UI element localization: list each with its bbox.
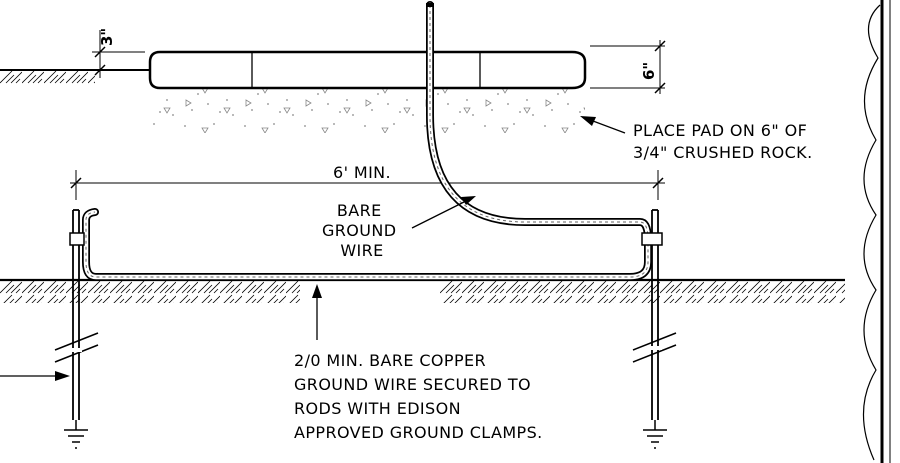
pad-note-leader xyxy=(580,116,626,134)
copper-wire-note: 2/0 MIN. BARE COPPER GROUND WIRE SECURED… xyxy=(294,351,543,442)
left-rod-arrow xyxy=(0,371,70,381)
revision-cloud xyxy=(862,4,881,461)
dimension-6in: 6" xyxy=(590,40,666,94)
dim-3in-label: 3" xyxy=(98,28,116,46)
crushed-rock-bed xyxy=(150,88,585,133)
copper-wire-leader xyxy=(312,284,322,340)
wire-top-end xyxy=(426,3,434,7)
six-ft-min-label: 6' MIN. xyxy=(333,163,391,182)
dim-6in-label: 6" xyxy=(640,62,658,80)
dimension-3in: 3" xyxy=(92,28,145,78)
bare-ground-wire-leader xyxy=(411,196,476,229)
pad-note: PLACE PAD ON 6" OF 3/4" CRUSHED ROCK. xyxy=(633,121,813,162)
ground-symbol-left xyxy=(64,420,88,449)
ground-rod-left xyxy=(54,209,99,420)
ground-rod-right xyxy=(632,209,677,420)
concrete-pad xyxy=(148,50,587,90)
lower-ground-surface xyxy=(0,278,845,303)
drawing-border xyxy=(880,0,891,463)
ground-symbol-right xyxy=(643,420,667,449)
bare-ground-wire-label: BARE GROUND WIRE xyxy=(322,201,402,260)
upper-ground-surface xyxy=(0,69,150,84)
dimension-6ft xyxy=(70,170,665,200)
